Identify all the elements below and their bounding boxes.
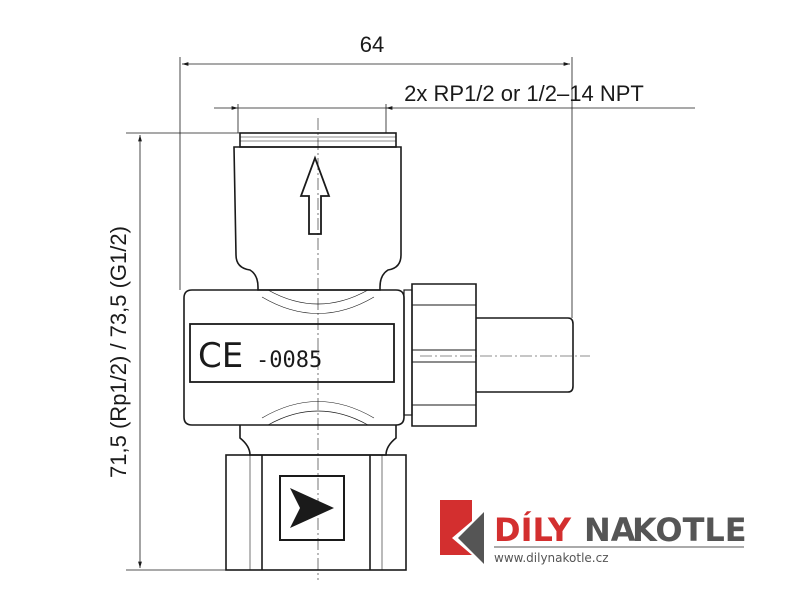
logo-word-2: NA xyxy=(584,511,636,549)
dimension-lines xyxy=(126,57,695,571)
logo-word-1: DÍLY xyxy=(494,511,572,549)
side-hex-nut xyxy=(411,283,477,427)
check-valve-arrow-icon xyxy=(290,488,334,528)
side-port-washer xyxy=(403,289,413,416)
flow-arrow-icon xyxy=(299,155,331,235)
thread-dimension-label: 2x RP1/2 or 1/2–14 NPT xyxy=(404,81,644,106)
middle-body xyxy=(183,289,405,426)
valve-outline xyxy=(183,132,574,571)
ce-number: -0085 xyxy=(256,348,322,373)
width-dimension-label: 64 xyxy=(360,32,384,57)
brand-logo: DÍLY NA KOTLE www.dilynakotle.cz xyxy=(440,500,747,565)
center-lines xyxy=(317,118,590,580)
logo-k-gray-icon xyxy=(458,512,484,564)
check-valve-symbol xyxy=(279,475,345,541)
side-pipe xyxy=(476,317,574,393)
upper-body xyxy=(233,146,402,291)
logo-k-red-icon xyxy=(440,500,472,555)
label-plate xyxy=(189,323,395,383)
height-dimension-label: 71,5 (Rp1/2) / 73,5 (G1/2) xyxy=(106,226,131,478)
logo-url: www.dilynakotle.cz xyxy=(494,551,609,565)
bottom-hex-nut xyxy=(225,454,407,571)
logo-word-3: KOTLE xyxy=(632,511,747,549)
ce-mark: CE xyxy=(198,336,243,376)
